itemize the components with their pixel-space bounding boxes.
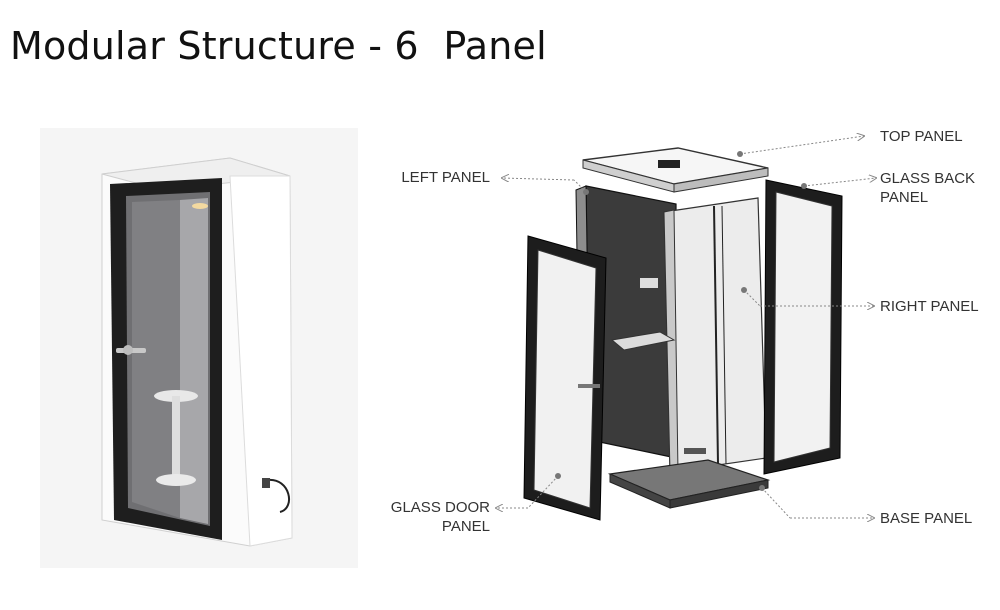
page-title: Modular Structure - 6 Panel: [10, 24, 547, 68]
booth-photo: [40, 128, 358, 568]
right-panel-shape: [663, 197, 767, 473]
glass-back-panel-shape: [763, 179, 843, 475]
label-top-panel: TOP PANEL: [880, 128, 963, 145]
label-glass-door-line2: PANEL: [441, 518, 490, 535]
exploded-panel-diagram: TOP PANEL LEFT PANEL GLASS BACK PANEL RI…: [378, 128, 1000, 568]
label-base-panel: BASE PANEL: [880, 510, 973, 527]
label-left-panel: LEFT PANEL: [401, 169, 490, 186]
label-glass-back-line2: PANEL: [880, 189, 929, 206]
assembled-booth-illustration: [40, 128, 358, 568]
base-panel-shape: [607, 459, 771, 509]
label-right-panel: RIGHT PANEL: [880, 298, 979, 315]
glass-door-panel-shape: [523, 235, 607, 521]
label-glass-back-line1: GLASS BACK: [880, 170, 976, 187]
top-panel-shape: [582, 147, 769, 193]
label-glass-door-line1: GLASS DOOR: [390, 499, 490, 516]
